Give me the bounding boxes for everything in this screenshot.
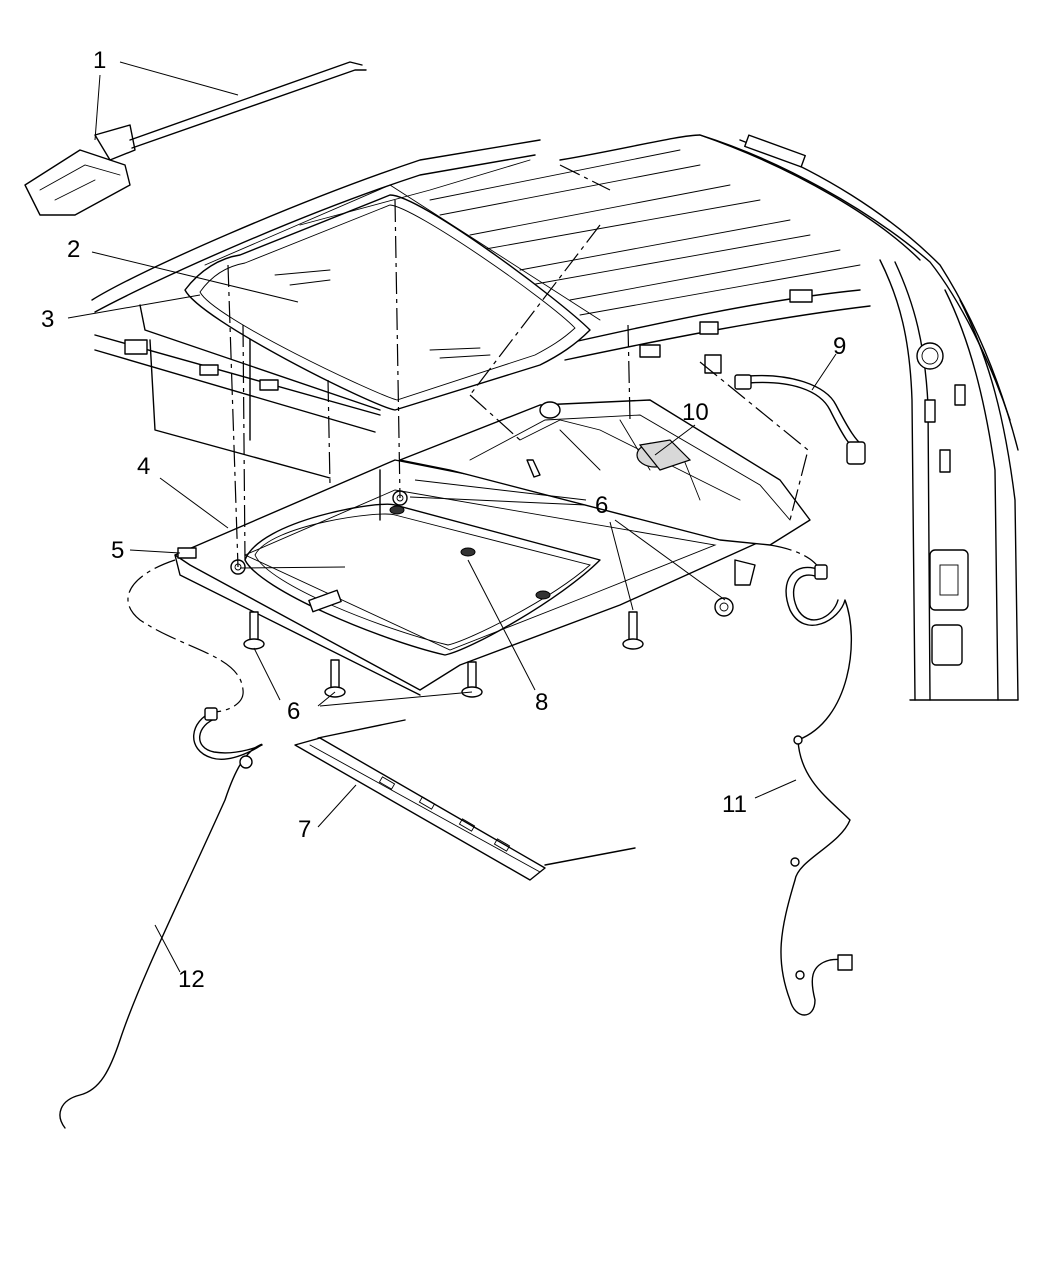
sunroof-frame (174, 399, 811, 696)
sunshade (294, 719, 636, 881)
callout-11: 11 (722, 791, 747, 818)
callouts: 1 2 3 4 5 6 6 7 8 9 10 11 12 (41, 47, 846, 993)
alignment-lines (227, 164, 809, 568)
callout-8: 8 (535, 689, 548, 716)
callout-1: 1 (93, 47, 106, 74)
glass-panel (184, 159, 601, 411)
front-drain-tube (59, 559, 263, 1129)
callout-2: 2 (67, 236, 80, 263)
callout-7: 7 (298, 816, 311, 843)
sunroof-motor (24, 61, 367, 216)
rear-drain-tube (769, 544, 853, 1016)
frame-seal (389, 505, 551, 600)
bracket-and-drive (177, 439, 756, 586)
callout-6b: 6 (287, 698, 300, 725)
callout-4: 4 (137, 453, 150, 480)
wiring-harness (704, 354, 866, 465)
leader-lines (67, 61, 837, 973)
callout-3: 3 (41, 306, 54, 333)
roof-body (91, 134, 1019, 701)
callout-9: 9 (833, 333, 846, 360)
callout-5: 5 (111, 537, 124, 564)
callout-10: 10 (682, 399, 709, 426)
callout-12: 12 (178, 966, 205, 993)
callout-6a: 6 (595, 492, 608, 519)
bolts (230, 459, 734, 698)
